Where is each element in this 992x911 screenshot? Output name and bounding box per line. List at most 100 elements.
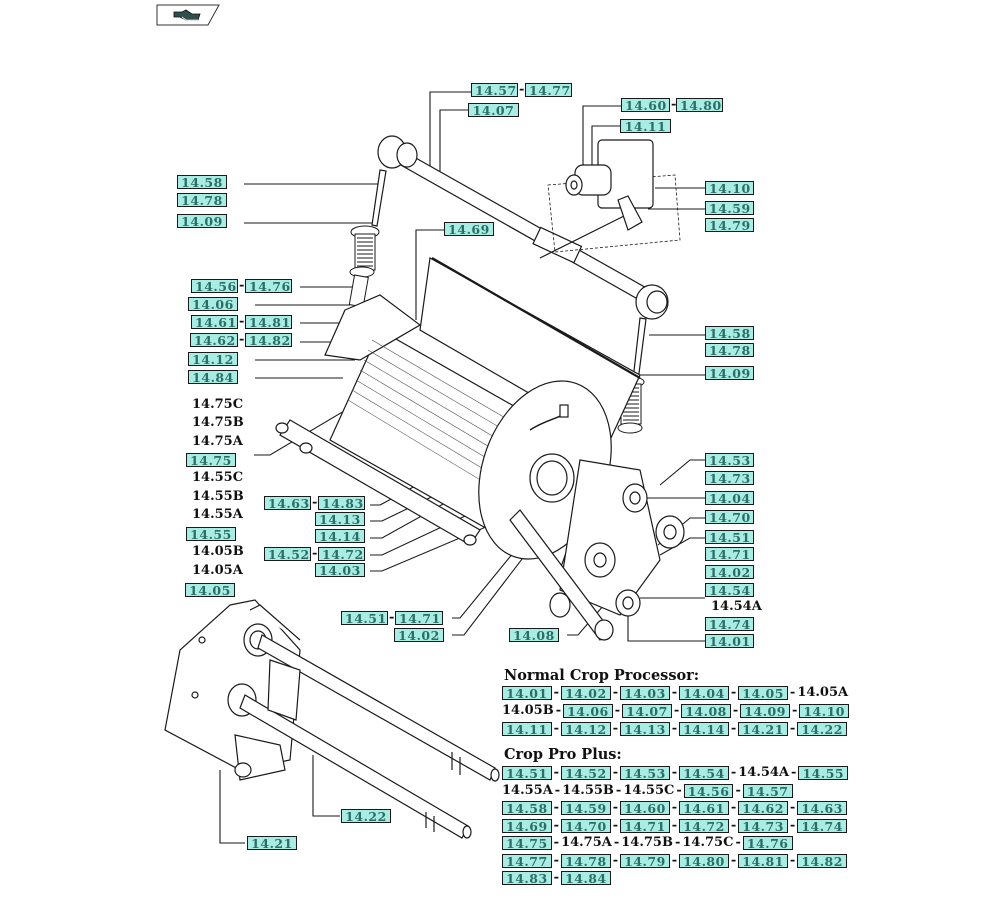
callout-14-73[interactable]: 14.73 [705,471,754,486]
part-link[interactable]: 14.77 [502,853,552,868]
part-link[interactable]: 14.70 [561,818,611,833]
part-link[interactable]: 14.53 [620,766,670,781]
part-link[interactable]: 14.02 [561,686,611,701]
callout-14-78-right[interactable]: 14.78 [705,343,754,358]
part-link[interactable]: 14.14 [679,722,729,737]
part-link[interactable]: 14.10 [799,704,850,719]
part-link[interactable]: 14.76 [742,836,793,851]
part-link[interactable]: 14.72 [679,818,729,833]
part-link[interactable]: 14.62 [738,801,788,816]
callout-14-22[interactable]: 14.22 [341,809,391,824]
part-link[interactable]: 14.07 [622,704,672,719]
part-link[interactable]: 14.03 [620,686,670,701]
part-link[interactable]: 14.55 [798,766,849,781]
callout-14-52[interactable]: 14.52 [264,547,311,562]
part-link[interactable]: 14.52 [561,766,611,781]
callout-14-53[interactable]: 14.53 [705,453,754,468]
callout-14-59[interactable]: 14.59 [705,201,754,216]
part-link[interactable]: 14.69 [502,818,552,833]
part-link[interactable]: 14.71 [620,818,670,833]
callout-14-09[interactable]: 14.09 [177,214,227,229]
callout-14-83[interactable]: 14.83 [318,496,365,511]
part-link[interactable]: 14.06 [563,704,613,719]
callout-14-02[interactable]: 14.02 [394,628,444,643]
callout-14-81[interactable]: 14.81 [245,315,292,330]
callout-14-78[interactable]: 14.78 [177,193,227,208]
callout-14-84[interactable]: 14.84 [188,370,238,385]
callout-14-54[interactable]: 14.54 [705,583,754,598]
callout-14-71[interactable]: 14.71 [395,611,443,626]
part-link[interactable]: 14.13 [620,722,670,737]
part-link[interactable]: 14.08 [681,704,731,719]
callout-14-58[interactable]: 14.58 [177,175,227,190]
callout-14-03[interactable]: 14.03 [315,563,365,578]
callout-14-62[interactable]: 14.62 [190,333,238,348]
callout-14-51[interactable]: 14.51 [341,611,388,626]
callout-14-04[interactable]: 14.04 [705,491,754,506]
part-link[interactable]: 14.56 [683,783,734,798]
callout-14-70[interactable]: 14.70 [705,510,754,525]
part-link[interactable]: 14.60 [620,801,670,816]
part-link[interactable]: 14.04 [679,686,729,701]
part-link[interactable]: 14.63 [797,801,847,816]
callout-14-13[interactable]: 14.13 [315,512,365,527]
part-link[interactable]: 14.80 [679,853,729,868]
callout-14-12[interactable]: 14.12 [188,352,238,367]
part-link[interactable]: 14.21 [738,722,788,737]
callout-14-56[interactable]: 14.56 [191,279,238,294]
part-link[interactable]: 14.84 [561,871,611,886]
part-link[interactable]: 14.22 [797,722,847,737]
leader-line [627,608,705,642]
part-link[interactable]: 14.11 [502,722,552,737]
callout-14-08[interactable]: 14.08 [509,628,559,643]
callout-14-58-right[interactable]: 14.58 [705,326,754,341]
part-link[interactable]: 14.78 [561,853,611,868]
part-link[interactable]: 14.82 [797,853,847,868]
callout-14-77[interactable]: 14.77 [525,83,572,98]
callout-14-07[interactable]: 14.07 [468,103,519,118]
callout-14-61[interactable]: 14.61 [191,315,238,330]
part-link[interactable]: 14.83 [502,871,552,886]
part-link[interactable]: 14.54 [679,766,729,781]
part-link[interactable]: 14.79 [620,853,670,868]
callout-14-76[interactable]: 14.76 [245,279,292,294]
part-link[interactable]: 14.01 [502,686,552,701]
part-link[interactable]: 14.05 [738,686,788,701]
callout-14-71-right[interactable]: 14.71 [705,547,754,562]
callout-14-72[interactable]: 14.72 [318,547,365,562]
callout-14-55[interactable]: 14.55 [186,527,236,542]
part-link[interactable]: 14.81 [738,853,788,868]
part-link[interactable]: 14.58 [502,801,552,816]
part-link[interactable]: 14.09 [740,704,790,719]
part-link[interactable]: 14.59 [561,801,611,816]
upper-linkage [371,135,681,382]
part-link[interactable]: 14.74 [797,818,847,833]
part-link[interactable]: 14.75 [502,836,552,851]
callout-14-02-right[interactable]: 14.02 [705,565,754,580]
callout-14-14[interactable]: 14.14 [315,529,365,544]
part-link[interactable]: 14.51 [502,766,552,781]
callout-14-01[interactable]: 14.01 [705,634,754,649]
callout-14-69[interactable]: 14.69 [444,222,494,237]
callout-14-57[interactable]: 14.57 [471,83,518,98]
callout-14-79[interactable]: 14.79 [705,218,754,233]
callout-14-80[interactable]: 14.80 [676,98,723,113]
callout-14-63[interactable]: 14.63 [264,496,311,511]
callout-14-74[interactable]: 14.74 [705,617,754,632]
callout-14-60[interactable]: 14.60 [621,98,670,113]
back-button[interactable] [156,4,220,26]
callout-14-09-right[interactable]: 14.09 [705,366,754,381]
callout-14-06[interactable]: 14.06 [188,297,238,312]
callout-14-75[interactable]: 14.75 [186,453,236,468]
callout-14-21[interactable]: 14.21 [247,836,297,851]
callout-14-05[interactable]: 14.05 [185,583,235,598]
part-link[interactable]: 14.12 [561,722,611,737]
part-link[interactable]: 14.61 [679,801,729,816]
callout-14-11[interactable]: 14.11 [620,119,671,134]
part-list-row: 14.77-14.78-14.79-14.80-14.81-14.82 [502,853,847,869]
part-link[interactable]: 14.57 [742,783,793,798]
callout-14-10[interactable]: 14.10 [705,181,754,196]
callout-14-51-right[interactable]: 14.51 [705,530,754,545]
callout-14-82[interactable]: 14.82 [245,333,292,348]
part-link[interactable]: 14.73 [738,818,788,833]
